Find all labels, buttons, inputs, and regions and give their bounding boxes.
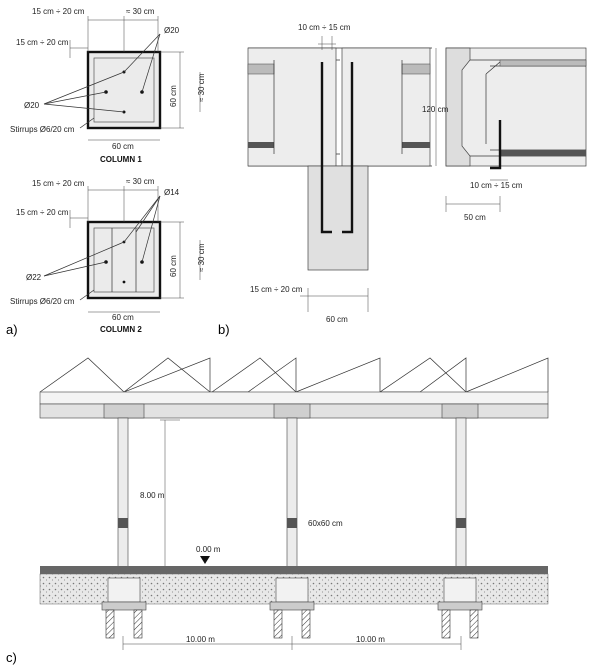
section-column-size: 60x60 cm xyxy=(308,519,343,528)
column2-section xyxy=(43,186,201,313)
detail-height: 120 cm xyxy=(422,105,449,114)
col1-bar-left: Ø20 xyxy=(24,101,40,110)
col2-title: COLUMN 2 xyxy=(100,325,142,334)
panel-label-c: c) xyxy=(6,650,17,665)
detail-top-gap: 10 cm ÷ 15 cm xyxy=(298,23,351,32)
col2-bar-left: Ø22 xyxy=(26,273,42,282)
col2-dim-top-right: ≈ 30 cm xyxy=(126,177,155,186)
panel-label-a: a) xyxy=(6,322,18,337)
col2-side-30: ≈ 30 cm xyxy=(197,243,206,272)
col1-side-60: 60 cm xyxy=(169,85,178,107)
section-span2: 10.00 m xyxy=(356,635,385,644)
column1-section xyxy=(43,16,201,141)
col1-stirrups: Stirrups Ø6/20 cm xyxy=(10,125,75,134)
col2-dim-top-left: 15 cm ÷ 20 cm xyxy=(32,179,85,188)
col2-stirrups: Stirrups Ø6/20 cm xyxy=(10,297,75,306)
section-height: 8.00 m xyxy=(140,491,165,500)
detail-right-width: 50 cm xyxy=(464,213,486,222)
col1-dim-top-left: 15 cm ÷ 20 cm xyxy=(32,7,85,16)
col1-dim-top-right: ≈ 30 cm xyxy=(126,7,155,16)
panel-label-b: b) xyxy=(218,322,230,337)
section-level: 0.00 m xyxy=(196,545,221,554)
col1-bottom-60: 60 cm xyxy=(112,142,134,151)
col2-bottom-60: 60 cm xyxy=(112,313,134,322)
building-section xyxy=(39,357,549,650)
detail-bottom-width: 60 cm xyxy=(326,315,348,324)
detail-bottom-left: 15 cm ÷ 20 cm xyxy=(250,285,303,294)
section-span1: 10.00 m xyxy=(186,635,215,644)
col2-dim-mid-left: 15 cm ÷ 20 cm xyxy=(16,208,69,217)
col1-title: COLUMN 1 xyxy=(100,155,142,164)
col1-side-30: ≈ 30 cm xyxy=(197,73,206,102)
col2-bar-top: Ø14 xyxy=(164,188,180,197)
detail-right-gap: 10 cm ÷ 15 cm xyxy=(470,181,523,190)
col2-side-60: 60 cm xyxy=(169,255,178,277)
col1-bar-top: Ø20 xyxy=(164,26,180,35)
col1-dim-mid-left: 15 cm ÷ 20 cm xyxy=(16,38,69,47)
connection-detail xyxy=(247,36,587,312)
